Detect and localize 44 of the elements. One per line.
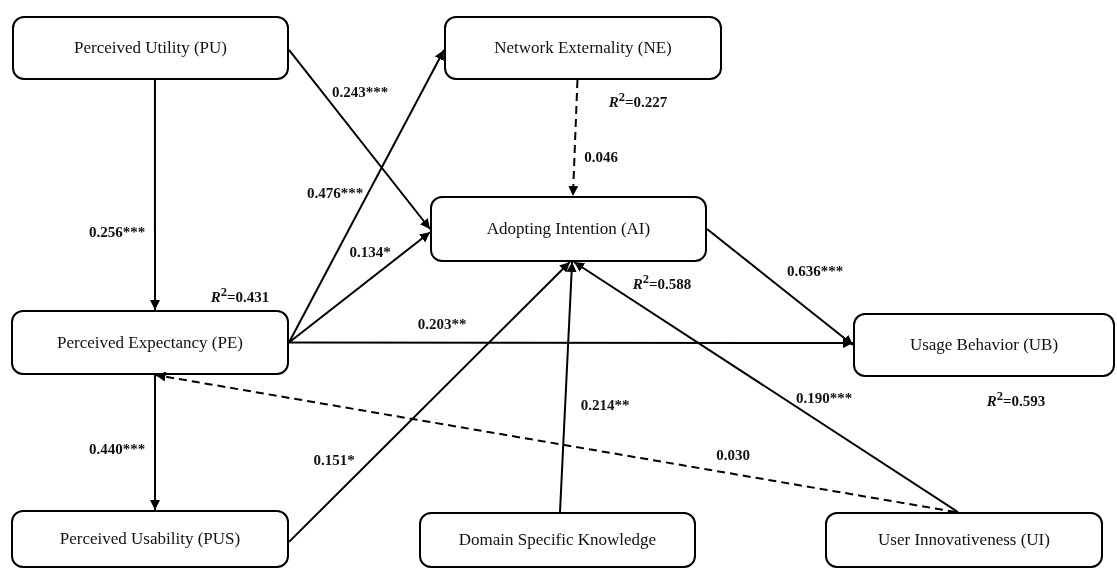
construct-box bbox=[444, 16, 722, 80]
construct-box bbox=[853, 313, 1115, 377]
arrow bbox=[288, 48, 445, 344]
construct-box bbox=[419, 512, 696, 568]
path-coefficient: 0.440*** bbox=[88, 440, 146, 458]
construct-name: Perceived Utility (PU) bbox=[74, 38, 227, 58]
construct-name: Domain Specific Knowledge bbox=[458, 530, 657, 550]
arrow bbox=[150, 79, 160, 311]
arrow bbox=[150, 374, 160, 511]
arrow bbox=[559, 261, 577, 513]
construct-name: Adopting Intention (AI) bbox=[486, 219, 651, 239]
path-coefficient: 0.046 bbox=[584, 148, 618, 166]
arrow bbox=[706, 228, 854, 346]
arrow bbox=[288, 48, 431, 230]
r-squared-label: R$^{2}$=0.431 bbox=[210, 284, 270, 306]
construct-name: Network Externality (NE) bbox=[494, 38, 672, 58]
dashed-arrow bbox=[154, 371, 957, 513]
construct-box bbox=[11, 310, 289, 375]
construct-box bbox=[11, 510, 289, 568]
construct-box bbox=[825, 512, 1103, 568]
arrow bbox=[288, 338, 854, 349]
path-coefficient: 0.256*** bbox=[88, 223, 146, 241]
construct-name: Perceived Usability (PUS) bbox=[59, 529, 241, 549]
construct-box bbox=[12, 16, 289, 80]
arrow bbox=[573, 261, 959, 513]
path-coefficient: 0.203** bbox=[417, 315, 467, 333]
r-squared-label: R$^{2}$=0.227 bbox=[608, 89, 668, 111]
path-coefficient: 0.476*** bbox=[306, 184, 364, 202]
arrow bbox=[288, 261, 571, 543]
construct-name: Usage Behavior (UB) bbox=[909, 335, 1059, 355]
dashed-arrow bbox=[568, 79, 579, 197]
construct-box bbox=[430, 196, 707, 262]
path-coefficient: 0.134* bbox=[349, 243, 391, 261]
path-coefficient: 0.214** bbox=[580, 396, 630, 414]
path-coefficient: 0.030 bbox=[716, 446, 750, 464]
construct-name: User Innovativeness (UI) bbox=[878, 530, 1050, 550]
r-squared-label: R$^{2}$=0.588 bbox=[632, 271, 692, 293]
path-coefficient: 0.190*** bbox=[795, 389, 853, 407]
path-coefficient: 0.243*** bbox=[331, 83, 389, 101]
construct-name: Perceived Expectancy (PE) bbox=[57, 332, 243, 353]
arrow bbox=[288, 231, 431, 344]
path-coefficient: 0.151* bbox=[313, 451, 355, 469]
path-coefficient: 0.636*** bbox=[786, 262, 844, 280]
r-squared-label: R$^{2}$=0.593 bbox=[986, 388, 1046, 410]
